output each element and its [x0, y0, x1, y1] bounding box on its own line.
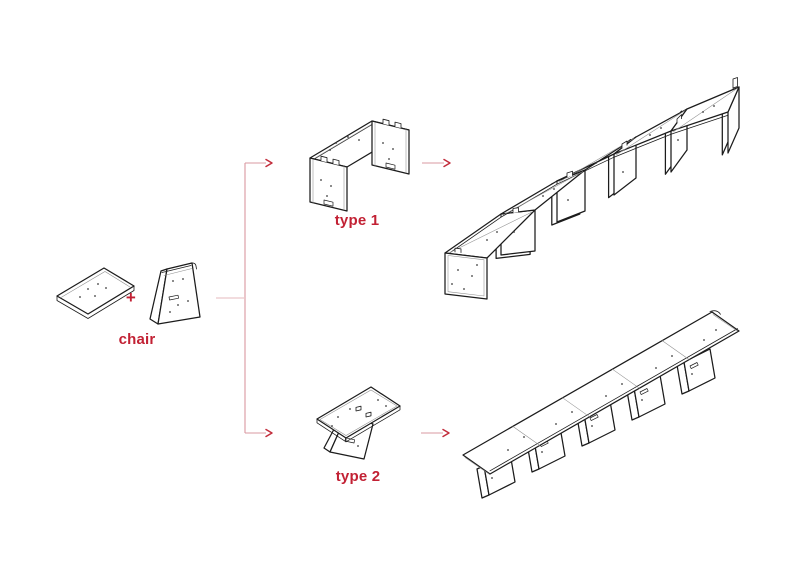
curved-bench-assembly-drawing	[444, 77, 740, 300]
arrow-icon	[443, 158, 451, 168]
straight-bench-assembly-drawing	[462, 310, 740, 499]
type2-output-arrow	[421, 428, 450, 438]
type2-table-unit-drawing	[316, 386, 401, 460]
type1-output-arrow	[422, 158, 451, 168]
a-frame-legs-drawing	[149, 262, 201, 325]
chair-label: chair	[118, 331, 156, 348]
bench-leg-drawing	[626, 374, 666, 421]
arrow-icon	[442, 428, 450, 438]
arrow-icon	[265, 428, 273, 438]
plus-sign: +	[125, 288, 137, 307]
type1-bench-unit-drawing	[309, 118, 410, 212]
type2-label: type 2	[335, 468, 381, 485]
bench-leg-drawing	[676, 348, 716, 395]
seat-panel-drawing	[56, 267, 135, 319]
type1-label: type 1	[334, 212, 380, 229]
flow-branch-lines	[216, 158, 273, 438]
arrow-icon	[265, 158, 273, 168]
